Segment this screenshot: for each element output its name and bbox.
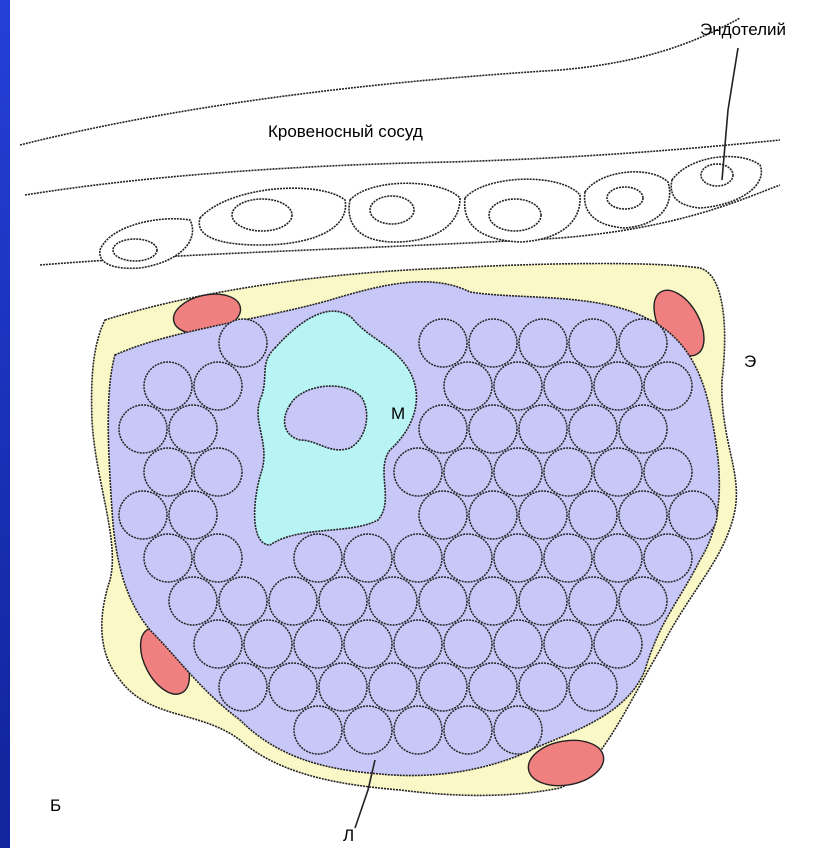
lymphocyte-cell [394,534,442,582]
lymphocyte-cell [444,620,492,668]
lymphocyte-cell [594,362,642,410]
lymphocyte-cell [619,405,667,453]
lymphocyte-cell [519,405,567,453]
lymphocyte-cell [594,448,642,496]
lymphocyte-cell [444,362,492,410]
lymphocyte-cell [494,362,542,410]
lymphocyte-cell [469,491,517,539]
lymphocyte-cell [444,706,492,754]
lymphocyte-cell [194,620,242,668]
lymphocyte-cell [469,319,517,367]
lymphocyte-cell [219,577,267,625]
lymphocyte-cell [144,534,192,582]
lymphocyte-cell [519,577,567,625]
lymphocyte-cell [494,706,542,754]
lymphocyte-cell [544,362,592,410]
lymphocyte-cell [669,491,717,539]
lymphocyte-cell [594,534,642,582]
lymphocyte-cell [644,534,692,582]
lymphocyte-cell [394,620,442,668]
lymphocyte-cell [569,405,617,453]
lymphocyte-cell [619,319,667,367]
lymphocyte-cell [619,577,667,625]
label-l: Л [343,826,354,846]
lymphocyte-cell [419,319,467,367]
lymphocyte-cell [294,706,342,754]
lymphocyte-cell [544,448,592,496]
lymphocyte-cell [469,663,517,711]
lymphocyte-cell [294,620,342,668]
lymphocyte-cell [419,663,467,711]
lymphocyte-cell [469,405,517,453]
lymphocyte-cell [319,577,367,625]
lymphocyte-cell [494,448,542,496]
lymphocyte-cell [594,620,642,668]
lymphocyte-cell [119,491,167,539]
lymphocyte-cell [169,577,217,625]
lymphocyte-cell [619,491,667,539]
lymphocyte-cell [419,577,467,625]
lymphocyte-cell [369,577,417,625]
lymphocyte-cell [169,405,217,453]
lymphocyte-cell [219,663,267,711]
lymphocyte-cell [294,534,342,582]
lymphocyte-cell [394,706,442,754]
lymphocyte-cell [119,405,167,453]
lymphocyte-cell [344,706,392,754]
lymphocyte-cell [194,448,242,496]
diagram-canvas: Эндотелий Кровеносный сосуд Э М Б Л [10,0,840,848]
lymphocyte-cell [519,491,567,539]
lymphocyte-cell [144,362,192,410]
endothelial-cells [100,157,762,269]
lymphocyte-cell [219,319,267,367]
label-e: Э [744,352,756,372]
lymphocyte-cell [169,491,217,539]
lymphocyte-cell [569,491,617,539]
lymphocyte-cell [519,319,567,367]
lymphocyte-cell [344,534,392,582]
lymphocyte-cell [569,577,617,625]
label-endothelium: Эндотелий [700,20,786,40]
lymphocyte-cell [144,448,192,496]
label-blood-vessel: Кровеносный сосуд [268,122,423,142]
histology-diagram [10,0,840,848]
lymphocyte-cell [569,663,617,711]
lymphocyte-cell [319,663,367,711]
lymphocyte-cell [344,620,392,668]
lymphocyte-cell [194,362,242,410]
lymphocyte-cell [644,362,692,410]
label-m: М [391,404,405,424]
lymphocyte-cell [444,448,492,496]
lymphocyte-cell [519,663,567,711]
lymphocyte-cell [494,534,542,582]
lymphocyte-cell [544,620,592,668]
lymphocyte-cell [244,620,292,668]
lymphocyte-cell [194,534,242,582]
lymphocyte-cell [569,319,617,367]
lymphocyte-cell [469,577,517,625]
lymphocyte-cell [644,448,692,496]
lymphocyte-cell [369,663,417,711]
lymphocyte-cell [419,491,467,539]
lymphocyte-cell [419,405,467,453]
lymphocyte-cell [269,663,317,711]
lymphocyte-cell [394,448,442,496]
label-b: Б [50,796,61,816]
lymphocyte-cell [544,534,592,582]
lymphocyte-cell [444,534,492,582]
lymphocyte-cell [269,577,317,625]
lymphocyte-cell [494,620,542,668]
